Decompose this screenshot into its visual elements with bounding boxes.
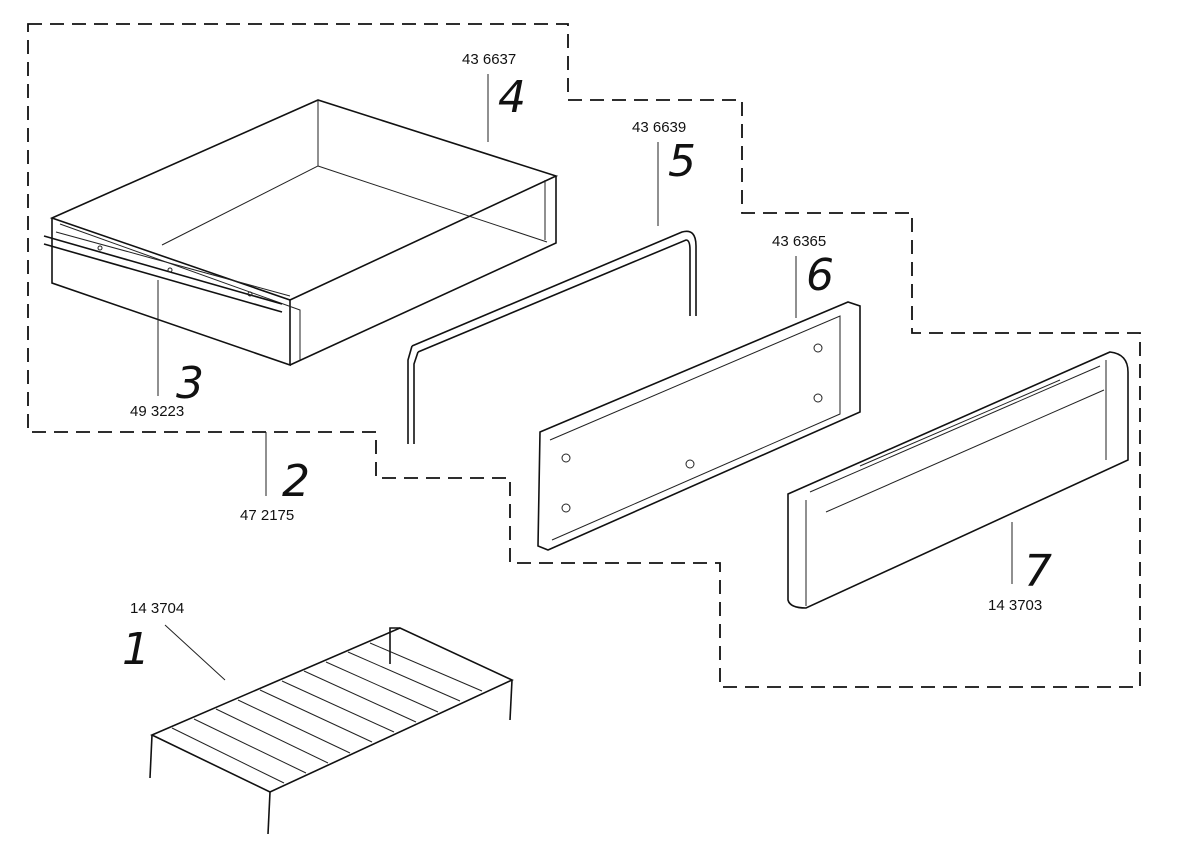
callout-5: 5 [668,136,696,187]
wire-rod-frame [407,230,697,444]
callout-4: 4 [498,72,526,123]
callout-7: 7 [1024,546,1052,597]
part-number-2: 47 2175 [240,507,294,524]
drawer-box [49,99,559,367]
wire-shelf [149,627,514,835]
callout-2: 2 [282,456,310,507]
callout-3: 3 [176,358,204,409]
part-number-1: 14 3704 [130,600,184,617]
drawer-slide-rail [43,231,291,313]
inner-front-panel [537,301,861,551]
drawer-front [787,351,1129,609]
part-number-3: 49 3223 [130,403,184,420]
part-number-4: 43 6637 [462,51,516,68]
assembly-boundary-dashed [27,23,1141,688]
callout-1: 1 [122,624,150,675]
callout-6: 6 [806,250,834,301]
part-number-7: 14 3703 [988,597,1042,614]
part-number-6: 43 6365 [772,233,826,250]
leader-line-1 [164,624,226,681]
part-number-5: 43 6639 [632,119,686,136]
